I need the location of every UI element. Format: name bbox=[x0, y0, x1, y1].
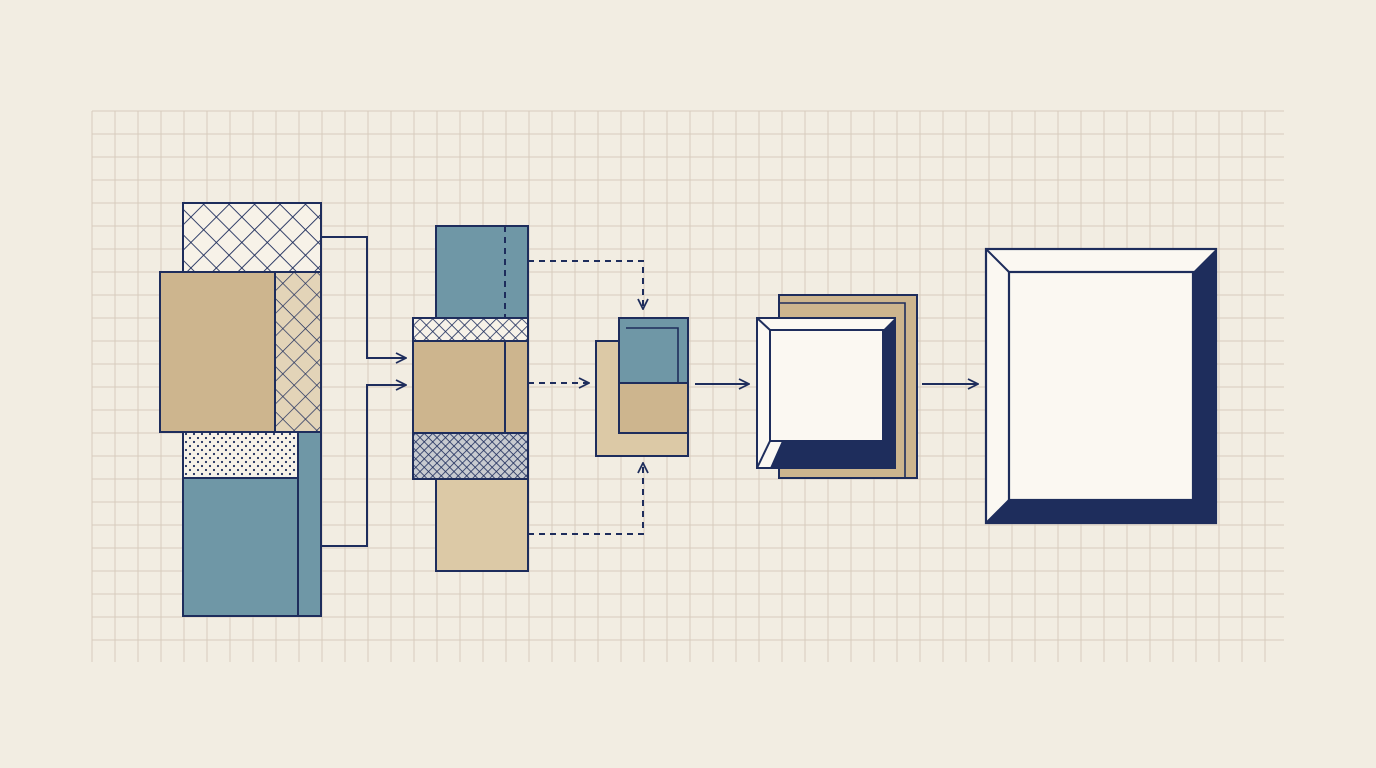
crosshatch-strip-right bbox=[274, 271, 322, 433]
connector-bottom-arrow bbox=[321, 385, 406, 547]
column-light-tan-block bbox=[435, 478, 529, 572]
dashed-arrow-up bbox=[528, 463, 643, 535]
column-crosshatch-band bbox=[412, 317, 529, 342]
final-frame bbox=[984, 247, 1218, 525]
frame-inner bbox=[1007, 270, 1195, 502]
dotted-block bbox=[182, 431, 299, 479]
composite-blue bbox=[618, 317, 689, 384]
blue-block bbox=[182, 477, 299, 617]
composite-inner-line bbox=[626, 327, 679, 383]
frame-bevel-tl bbox=[985, 248, 1010, 273]
connector-2 bbox=[528, 260, 643, 535]
crosshatch-block-top bbox=[182, 202, 322, 273]
framed-panel bbox=[756, 294, 918, 479]
panel-inner bbox=[769, 329, 884, 442]
bevel-line-bl bbox=[756, 440, 771, 469]
tan-block bbox=[159, 271, 276, 433]
column-dense-hatch-band bbox=[412, 432, 529, 480]
blue-strip-right bbox=[297, 431, 322, 617]
frame-bevel-bl bbox=[985, 499, 1010, 524]
source-stack bbox=[159, 202, 322, 617]
bevel-line-tl bbox=[756, 317, 771, 331]
connector-top-arrow bbox=[321, 236, 406, 358]
composite-tan bbox=[618, 382, 689, 434]
column-tan-block bbox=[412, 340, 529, 434]
connector-1 bbox=[321, 236, 406, 547]
panel-back-inner-line bbox=[779, 302, 906, 478]
panel-shadow bbox=[770, 318, 895, 468]
composite-square bbox=[595, 317, 689, 457]
merged-column bbox=[412, 225, 529, 572]
dashed-arrow-down bbox=[528, 260, 643, 309]
column-blue-block bbox=[435, 225, 529, 319]
